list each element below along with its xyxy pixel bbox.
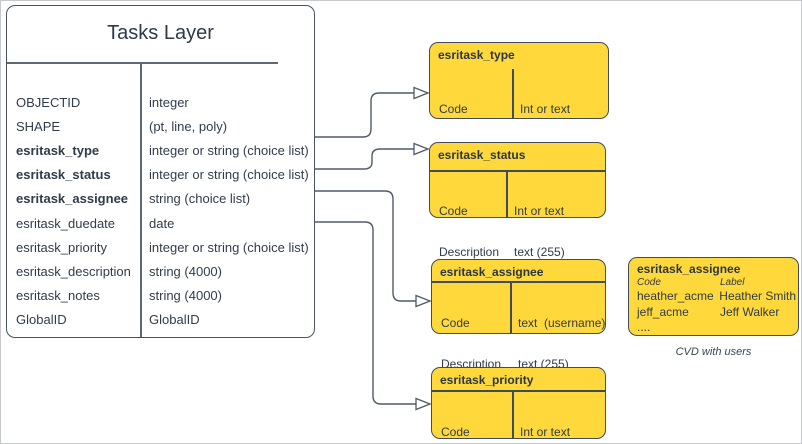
choice-cell: Code bbox=[441, 425, 470, 439]
field-name: SHAPE bbox=[16, 118, 61, 134]
connector-priority bbox=[315, 221, 416, 405]
choice-box-divider bbox=[510, 281, 512, 333]
arrowhead-status bbox=[413, 142, 430, 156]
arrowhead-type bbox=[413, 86, 430, 100]
choice-box-header-separator bbox=[432, 281, 605, 283]
choice-cell: Code bbox=[441, 316, 470, 330]
cvd-caption: CVD with users bbox=[675, 346, 752, 358]
choice-box-divider bbox=[512, 69, 514, 118]
cvd-code: .... bbox=[637, 320, 651, 334]
choice-cell: Int or text bbox=[520, 102, 571, 116]
field-type: integer or string (choice list) bbox=[149, 142, 309, 158]
choice-box-divider bbox=[512, 390, 514, 438]
arrowhead-priority bbox=[415, 397, 432, 411]
tasks-layer-table: Tasks Layer OBJECTID integer SHAPE (pt, … bbox=[6, 5, 315, 338]
choice-box-col2: Int or text text (255) bbox=[514, 178, 565, 286]
choice-box-col1: Code Description bbox=[441, 399, 501, 443]
choice-cell: Description bbox=[441, 356, 502, 371]
esritask-type-box: esritask_type Code Description Int or te… bbox=[429, 42, 609, 156]
choice-box-divider bbox=[506, 170, 508, 217]
field-rows: OBJECTID integer SHAPE (pt, line, poly) … bbox=[7, 90, 314, 332]
cvd-row: jeff_acme Jeff Walker bbox=[637, 305, 796, 321]
choice-cell: text (255) bbox=[514, 244, 565, 259]
esritask-status-box: esritask_status Code Description Int or … bbox=[429, 142, 606, 258]
cvd-row: heather_acme Heather Smith bbox=[637, 289, 796, 305]
field-type: string (choice list) bbox=[149, 191, 251, 207]
cvd-row: .... bbox=[637, 320, 796, 336]
choice-box-col2: text (username) text (255) bbox=[518, 290, 605, 398]
connector-type bbox=[315, 92, 414, 138]
connector-assignee bbox=[315, 190, 416, 302]
field-type: (pt, line, poly) bbox=[149, 118, 228, 134]
table-title: Tasks Layer bbox=[107, 22, 214, 44]
field-type: integer or string (choice list) bbox=[149, 167, 309, 183]
field-row: esritask_type integer or string (choice … bbox=[7, 138, 314, 162]
cvd-code: heather_acme bbox=[637, 289, 714, 303]
cvd-rows: heather_acme Heather Smith jeff_acme Jef… bbox=[637, 289, 796, 336]
esritask-assignee-box: esritask_assignee Code Description text … bbox=[431, 259, 606, 370]
field-row: esritask_notes string (4000) bbox=[7, 284, 314, 308]
field-row: esritask_priority integer or string (cho… bbox=[7, 235, 314, 259]
choice-box-title: esritask_status bbox=[438, 148, 526, 162]
choice-box-header-separator bbox=[432, 390, 605, 392]
cvd-code: jeff_acme bbox=[637, 304, 689, 319]
column-divider bbox=[140, 63, 142, 337]
field-name: esritask_status bbox=[16, 167, 111, 183]
choice-cell: Int or text bbox=[514, 204, 565, 218]
choice-box-header-separator bbox=[430, 170, 605, 172]
field-name: esritask_notes bbox=[16, 288, 100, 304]
choice-box-col1: Code Description bbox=[441, 290, 501, 398]
assignee-cvd-box: esritask_assignee Code Label heather_acm… bbox=[628, 257, 799, 336]
field-name: esritask_description bbox=[16, 263, 131, 279]
field-row: esritask_description string (4000) bbox=[7, 259, 314, 283]
choice-box-title: esritask_type bbox=[438, 48, 515, 62]
choice-box-col1: Code Description bbox=[439, 178, 499, 286]
field-type: GlobalID bbox=[149, 312, 200, 328]
field-row: GlobalID GlobalID bbox=[7, 308, 314, 332]
choice-cell: text (255) bbox=[518, 356, 569, 371]
cvd-label: Heather Smith bbox=[719, 289, 796, 303]
choice-box-title: esritask_priority bbox=[440, 373, 534, 387]
choice-cell: Description bbox=[439, 244, 500, 259]
choice-cell: text (username) bbox=[518, 316, 606, 330]
field-type: string (4000) bbox=[149, 288, 222, 304]
field-row: esritask_duedate date bbox=[7, 211, 314, 235]
title-separator bbox=[7, 62, 278, 64]
cvd-label-header: Label bbox=[720, 277, 745, 288]
choice-box-col2: Int or text text (255) bbox=[520, 399, 571, 443]
field-name: OBJECTID bbox=[16, 94, 81, 110]
field-name: esritask_duedate bbox=[16, 215, 116, 231]
field-row: OBJECTID integer bbox=[7, 90, 314, 114]
choice-cell: Code bbox=[439, 102, 468, 116]
field-row: SHAPE (pt, line, poly) bbox=[7, 114, 314, 138]
arrowhead-assignee bbox=[415, 294, 432, 308]
field-row: esritask_status integer or string (choic… bbox=[7, 163, 314, 187]
esritask-priority-box: esritask_priority Code Description Int o… bbox=[431, 367, 606, 439]
field-name: esritask_priority bbox=[16, 239, 108, 255]
choice-cell: Code bbox=[439, 204, 468, 218]
cvd-column-headers: Code Label bbox=[637, 277, 794, 288]
choice-box-title: esritask_assignee bbox=[440, 265, 544, 279]
connector-status bbox=[315, 148, 414, 170]
cvd-box-title: esritask_assignee bbox=[637, 262, 741, 276]
cvd-label: Jeff Walker bbox=[720, 304, 780, 319]
field-name: GlobalID bbox=[16, 312, 67, 328]
choice-cell: Int or text bbox=[520, 425, 571, 439]
field-name: esritask_type bbox=[16, 142, 100, 158]
field-type: string (4000) bbox=[149, 263, 222, 279]
field-name: esritask_assignee bbox=[16, 191, 129, 207]
cvd-code-header: Code bbox=[637, 277, 661, 288]
field-type: date bbox=[149, 215, 175, 231]
field-row: esritask_assignee string (choice list) bbox=[7, 187, 314, 211]
field-type: integer or string (choice list) bbox=[149, 239, 309, 255]
field-type: integer bbox=[149, 94, 189, 110]
